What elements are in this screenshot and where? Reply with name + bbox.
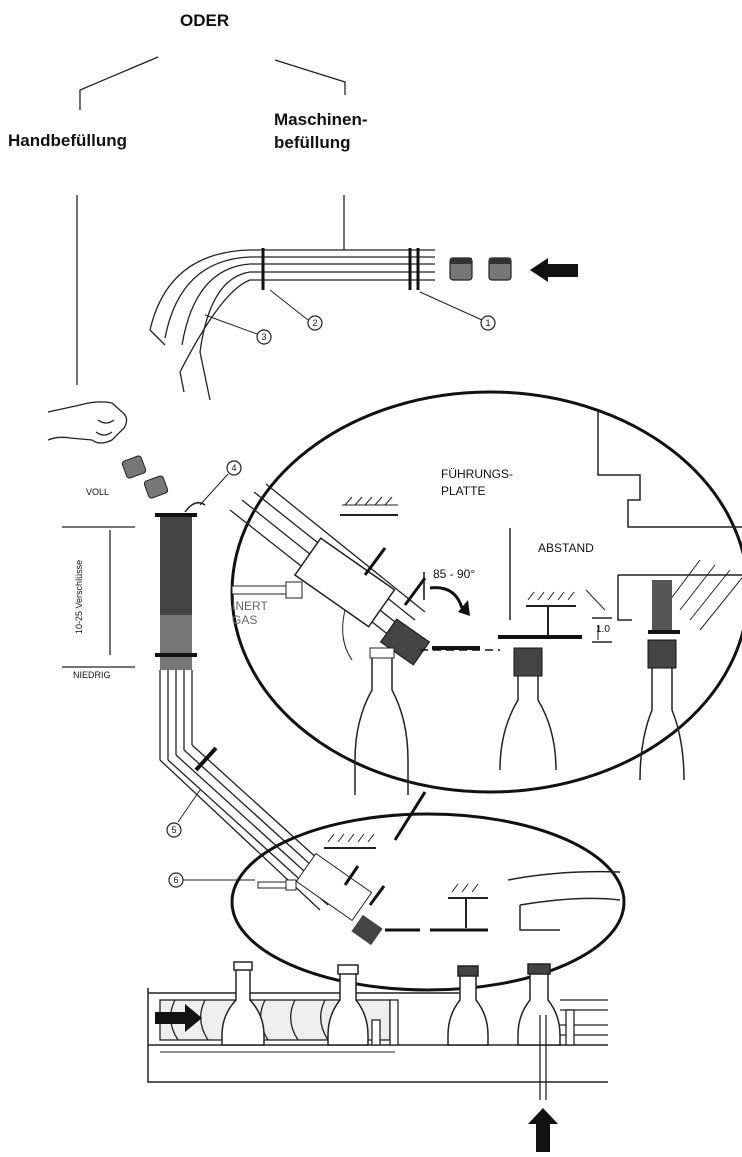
callout-5: 5 [171, 825, 176, 835]
hand-icon [47, 401, 128, 444]
callout-2: 2 [312, 318, 317, 328]
track-clamps [261, 248, 420, 290]
bottle-icon [221, 961, 265, 1046]
inert-gas-label-line1: INERT [232, 599, 268, 613]
arrow-right-icon [155, 1004, 202, 1032]
machine-feed-track [149, 249, 435, 401]
detail-view-content [229, 410, 742, 795]
bottle-icon [447, 965, 489, 1046]
callout-4: 4 [231, 463, 236, 473]
niedrig-label: NIEDRIG [73, 670, 111, 680]
gap-value-label: 1.0 [596, 624, 610, 635]
angle-label: 85 - 90° [433, 567, 476, 581]
voll-label: VOLL [86, 487, 110, 497]
bottle-icon [517, 963, 561, 1046]
closure-cap-icon [121, 455, 169, 499]
abstand-label: ABSTAND [538, 541, 594, 555]
arrow-left-icon [530, 258, 578, 282]
machine-fill-label-line1: Maschinen- [274, 110, 368, 129]
overview-zoom-ellipse [230, 812, 626, 992]
fuehrungsplatte-label-line1: FÜHRUNGS- [441, 467, 513, 481]
arrow-up-icon [528, 1108, 558, 1152]
overview-content [257, 833, 621, 946]
callout-numbers: 1 2 3 4 5 6 [171, 318, 490, 885]
callout-leaders-lower [177, 473, 255, 881]
callout-1: 1 [485, 318, 490, 328]
zoom-connector-line [393, 791, 427, 841]
hand-fill-label: Handbefüllung [8, 131, 127, 150]
callout-circles [166, 315, 496, 888]
oder-label: ODER [180, 11, 230, 30]
fuehrungsplatte-label-line2: PLATTE [441, 484, 486, 498]
closure-cap-icon [449, 257, 512, 281]
fill-level-scale [62, 526, 135, 668]
bottle-conveyor [147, 961, 608, 1100]
callout-3: 3 [261, 332, 266, 342]
callout-6: 6 [173, 875, 178, 885]
oder-branch-lines [79, 56, 346, 110]
callout-leaders-top [204, 289, 483, 335]
closure-range-label: 10-25 Verschlüsse [74, 559, 85, 634]
bottle-icon [327, 964, 369, 1046]
machine-fill-label-line2: befüllung [274, 133, 351, 152]
inert-gas-label-line2: GAS [232, 613, 258, 627]
